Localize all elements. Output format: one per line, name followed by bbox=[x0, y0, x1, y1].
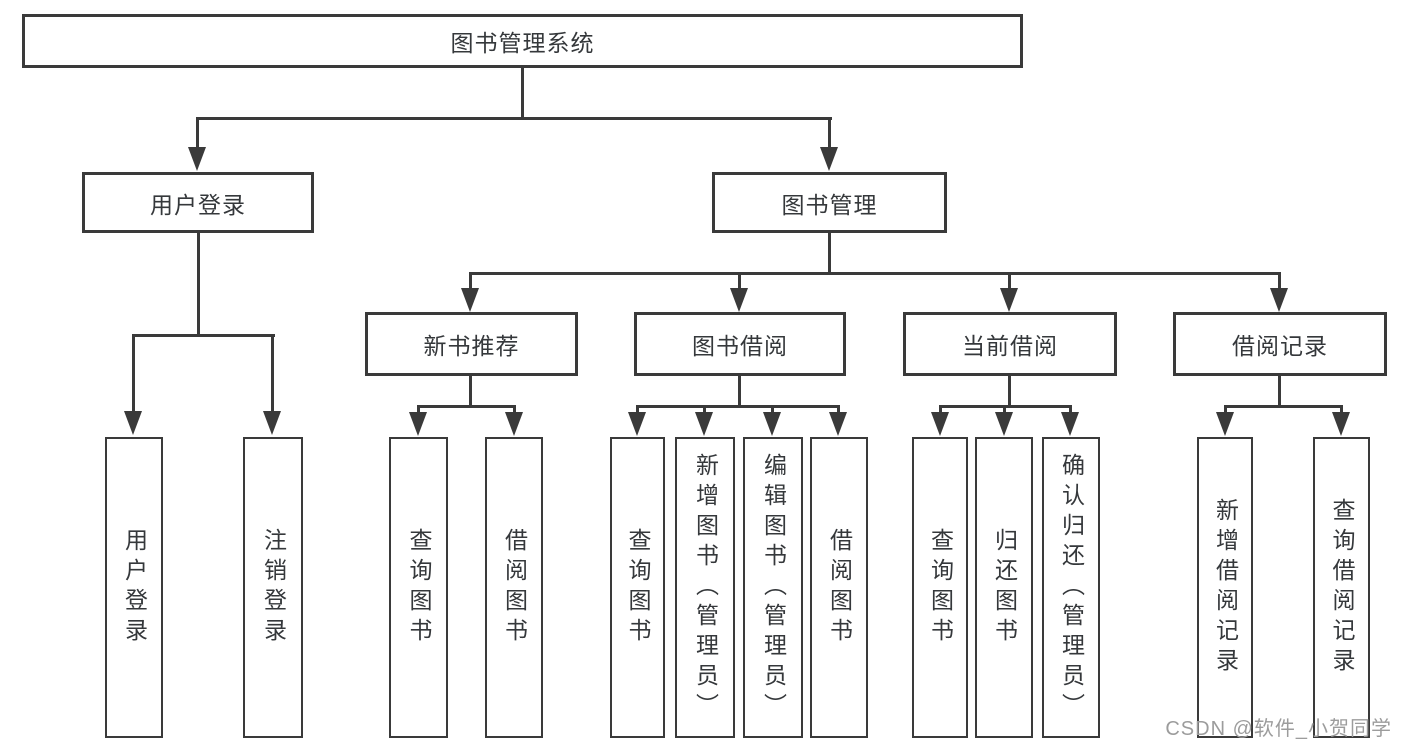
node-current-borrow-label: 当前借阅 bbox=[962, 333, 1058, 359]
connector-to-borrow-add bbox=[703, 405, 706, 415]
connector-to-current-borrow bbox=[1008, 272, 1011, 292]
node-new-book-recommend: 新书推荐 bbox=[365, 312, 578, 376]
connector-to-leaf-logout bbox=[271, 334, 274, 414]
leaf-recommend-borrow-books-label: 借阅图书 bbox=[501, 527, 528, 648]
node-borrow-records: 借阅记录 bbox=[1173, 312, 1387, 376]
node-book-borrow-label: 图书借阅 bbox=[692, 333, 788, 359]
arrowhead-to-current-confirm bbox=[1061, 412, 1079, 436]
arrowhead-to-new-book-recommend bbox=[461, 288, 479, 312]
leaf-user-login-label: 用户登录 bbox=[121, 527, 148, 648]
node-user-login-label: 用户登录 bbox=[150, 191, 246, 218]
connector-to-current-query bbox=[939, 405, 942, 415]
leaf-recommend-borrow-books: 借阅图书 bbox=[485, 437, 543, 738]
connector-to-user-login bbox=[196, 117, 199, 150]
leaf-records-query-record: 查询借阅记录 bbox=[1313, 437, 1370, 738]
node-book-borrow: 图书借阅 bbox=[634, 312, 846, 376]
connector-to-book-borrow bbox=[738, 272, 741, 292]
leaf-current-query-books-label: 查询图书 bbox=[927, 527, 954, 648]
connector-to-current-confirm bbox=[1069, 405, 1072, 415]
leaf-borrow-query-books-label: 查询图书 bbox=[625, 527, 651, 648]
arrowhead-to-leaf-logout bbox=[263, 411, 281, 435]
arrowhead-to-current-borrow bbox=[1000, 288, 1018, 312]
connector-to-borrow-query bbox=[636, 405, 639, 415]
leaf-borrow-add-books-admin: 新增图书（管理员） bbox=[675, 437, 735, 738]
connector-to-new-book-recommend bbox=[469, 272, 472, 292]
leaf-borrow-borrow-books-label: 借阅图书 bbox=[826, 527, 853, 648]
leaf-recommend-query-books-label: 查询图书 bbox=[406, 527, 432, 648]
connector-to-borrow-edit bbox=[771, 405, 774, 415]
arrowhead-to-borrow-edit bbox=[763, 412, 781, 436]
connector-to-borrow-records bbox=[1278, 272, 1281, 292]
connector-to-recommend-query bbox=[417, 405, 420, 415]
node-root-label: 图书管理系统 bbox=[450, 30, 595, 56]
connector-root-stem bbox=[521, 68, 524, 120]
connector-to-book-management bbox=[828, 117, 831, 150]
leaf-user-login: 用户登录 bbox=[105, 437, 163, 738]
connector-to-current-return bbox=[1003, 405, 1006, 415]
connector-user-login-stem bbox=[197, 233, 200, 337]
arrowhead-to-current-return bbox=[995, 412, 1013, 436]
connector-user-login-bar bbox=[132, 334, 275, 337]
connector-to-borrow-borrow bbox=[837, 405, 840, 415]
arrowhead-to-book-borrow bbox=[730, 288, 748, 312]
connector-borrow-stem bbox=[738, 376, 741, 408]
node-book-management-label: 图书管理 bbox=[781, 191, 878, 218]
connector-book-management-stem bbox=[828, 233, 831, 275]
leaf-records-query-record-label: 查询借阅记录 bbox=[1329, 497, 1355, 678]
node-user-login: 用户登录 bbox=[82, 172, 314, 233]
connector-borrow-bar bbox=[636, 405, 840, 408]
arrowhead-to-records-add bbox=[1216, 412, 1234, 436]
connector-to-recommend-borrow bbox=[513, 405, 516, 415]
leaf-current-query-books: 查询图书 bbox=[912, 437, 968, 738]
arrowhead-to-borrow-borrow bbox=[829, 412, 847, 436]
node-new-book-recommend-label: 新书推荐 bbox=[423, 333, 520, 359]
connector-records-bar bbox=[1224, 405, 1343, 408]
arrowhead-to-recommend-query bbox=[409, 412, 427, 436]
connector-to-leaf-user-login bbox=[132, 334, 135, 414]
leaf-borrow-borrow-books: 借阅图书 bbox=[810, 437, 868, 738]
connector-to-records-query bbox=[1340, 405, 1343, 415]
leaf-borrow-query-books: 查询图书 bbox=[610, 437, 665, 738]
leaf-logout: 注销登录 bbox=[243, 437, 303, 738]
node-root: 图书管理系统 bbox=[22, 14, 1023, 68]
arrowhead-to-user-login bbox=[188, 147, 206, 171]
arrowhead-to-book-management bbox=[820, 147, 838, 171]
node-book-management: 图书管理 bbox=[712, 172, 947, 233]
arrowhead-to-borrow-query bbox=[628, 412, 646, 436]
leaf-records-add-record: 新增借阅记录 bbox=[1197, 437, 1253, 738]
leaf-current-return-books-label: 归还图书 bbox=[991, 527, 1018, 648]
connector-recommend-bar bbox=[417, 405, 516, 408]
leaf-current-confirm-return-admin-label: 确认归还（管理员） bbox=[1058, 452, 1085, 723]
leaf-current-confirm-return-admin: 确认归还（管理员） bbox=[1042, 437, 1100, 738]
arrowhead-to-borrow-add bbox=[695, 412, 713, 436]
arrowhead-to-records-query bbox=[1332, 412, 1350, 436]
watermark: CSDN @软件_小贺同学 bbox=[1165, 718, 1392, 740]
leaf-current-return-books: 归还图书 bbox=[975, 437, 1033, 738]
arrowhead-to-recommend-borrow bbox=[505, 412, 523, 436]
arrowhead-to-current-query bbox=[931, 412, 949, 436]
connector-recommend-stem bbox=[469, 376, 472, 408]
connector-level1-bar bbox=[196, 117, 832, 120]
connector-level2-bar bbox=[469, 272, 1281, 275]
connector-records-stem bbox=[1278, 376, 1281, 408]
leaf-borrow-add-books-admin-label: 新增图书（管理员） bbox=[692, 452, 719, 723]
leaf-recommend-query-books: 查询图书 bbox=[389, 437, 448, 738]
leaf-borrow-edit-books-admin-label: 编辑图书（管理员） bbox=[760, 452, 787, 723]
arrowhead-to-leaf-user-login bbox=[124, 411, 142, 435]
connector-to-records-add bbox=[1224, 405, 1227, 415]
leaf-records-add-record-label: 新增借阅记录 bbox=[1212, 497, 1239, 678]
leaf-borrow-edit-books-admin: 编辑图书（管理员） bbox=[743, 437, 803, 738]
arrowhead-to-borrow-records bbox=[1270, 288, 1288, 312]
leaf-logout-label: 注销登录 bbox=[260, 527, 287, 648]
connector-current-stem bbox=[1008, 376, 1011, 408]
node-current-borrow: 当前借阅 bbox=[903, 312, 1117, 376]
node-borrow-records-label: 借阅记录 bbox=[1232, 333, 1328, 359]
